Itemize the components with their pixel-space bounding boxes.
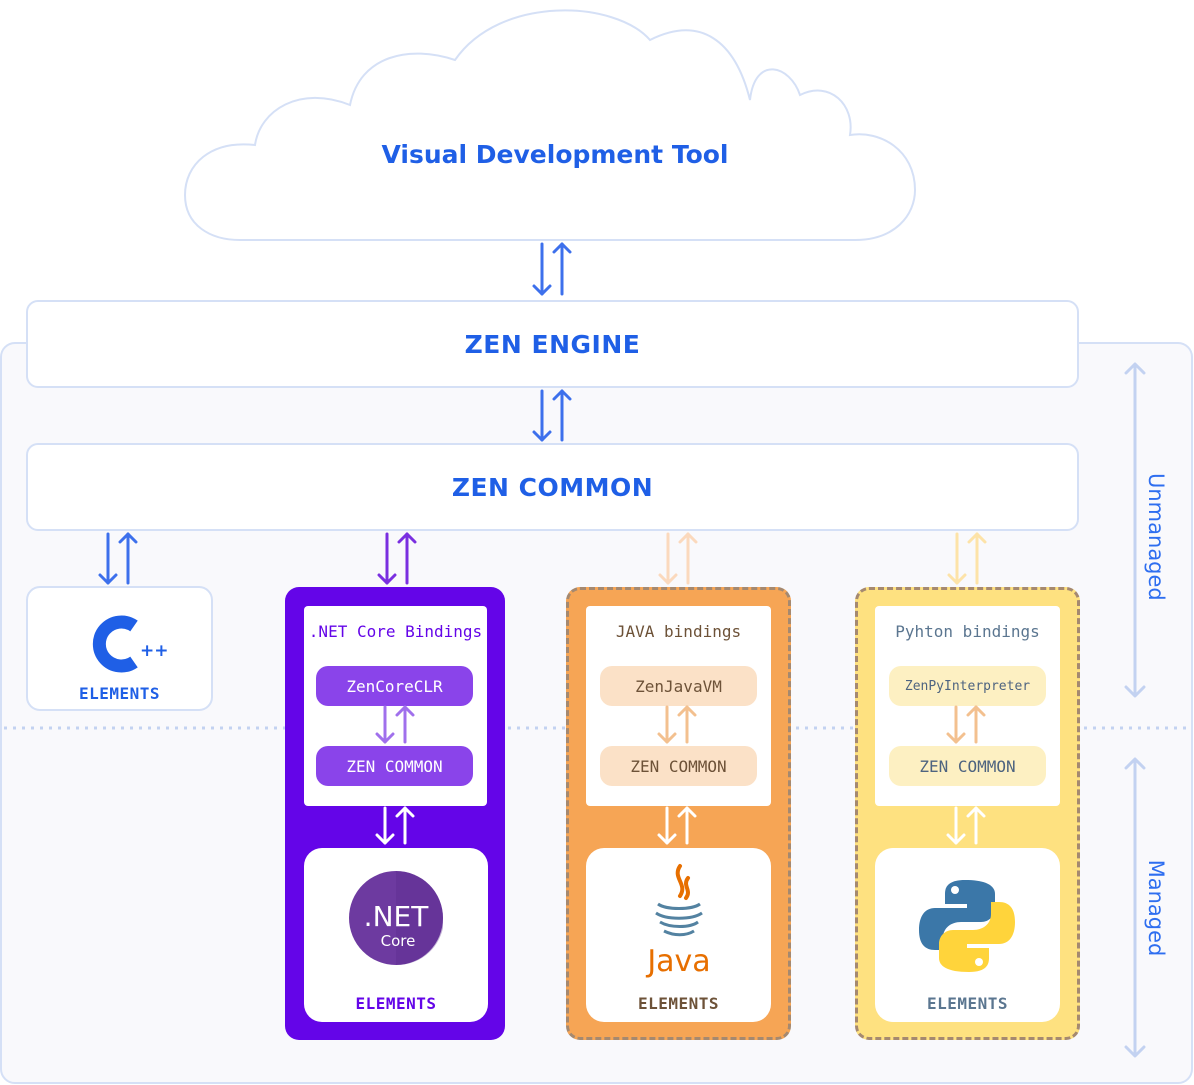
- unmanaged-label: Unmanaged: [1144, 473, 1168, 601]
- java-elements-panel: Java ELEMENTS: [586, 848, 771, 1022]
- python-bindings-panel: Pyhton bindings ZenPyInterpreter ZEN COM…: [875, 606, 1060, 806]
- dotnet-logo-icon: .NET Core: [349, 871, 443, 966]
- java-elements-label: ELEMENTS: [637, 994, 720, 1013]
- dotnet-bindings-title: .NET Core Bindings: [308, 622, 483, 641]
- dotnet-bindings-panel: .NET Core Bindings ZenCoreCLR ZEN COMMON: [304, 606, 487, 806]
- cloud-title: Visual Development Tool: [381, 140, 729, 169]
- java-bindings-panel: JAVA bindings ZenJavaVM ZEN COMMON: [586, 606, 771, 806]
- java-logo-text: Java: [645, 944, 710, 978]
- python-column: Pyhton bindings ZenPyInterpreter ZEN COM…: [855, 587, 1080, 1040]
- cloud-shape: [183, 9, 917, 241]
- cpp-elements-label: ELEMENTS: [78, 684, 161, 703]
- zenjavavm-label: ZenJavaVM: [635, 676, 722, 696]
- zenjavavm-pill: ZenJavaVM: [600, 666, 757, 706]
- side-brackets: [1124, 362, 1146, 1058]
- java-bindings-title: JAVA bindings: [615, 622, 742, 641]
- zencoreclr-label: ZenCoreCLR: [346, 676, 443, 696]
- dotnet-elements-label: ELEMENTS: [355, 994, 437, 1013]
- zen-engine-bar: ZEN ENGINE: [26, 300, 1079, 388]
- dotnet-elements-panel: .NET Core ELEMENTS: [304, 848, 488, 1022]
- python-bindings-title: Pyhton bindings: [895, 622, 1040, 641]
- dotnet-zen-common-label: ZEN COMMON: [346, 756, 443, 776]
- java-logo-icon: Java: [645, 864, 711, 978]
- dotnet-column: .NET Core Bindings ZenCoreCLR ZEN COMMON…: [285, 587, 505, 1040]
- java-zen-common-pill: ZEN COMMON: [600, 746, 757, 786]
- python-zen-common-pill: ZEN COMMON: [889, 746, 1046, 786]
- java-column: JAVA bindings ZenJavaVM ZEN COMMON Java …: [566, 587, 791, 1040]
- python-logo-icon: [919, 880, 1015, 972]
- dotnet-zen-common-pill: ZEN COMMON: [316, 746, 473, 786]
- zencoreclr-pill: ZenCoreCLR: [316, 666, 473, 706]
- java-zen-common-label: ZEN COMMON: [630, 756, 727, 776]
- python-elements-label: ELEMENTS: [926, 994, 1009, 1013]
- python-zen-common-label: ZEN COMMON: [919, 756, 1016, 776]
- zenpyinterpreter-pill: ZenPyInterpreter: [889, 666, 1046, 706]
- cpp-logo-text: ++: [140, 641, 169, 661]
- managed-label: Managed: [1144, 859, 1168, 957]
- zen-common-bar: ZEN COMMON: [26, 443, 1079, 531]
- cpp-logo-icon: ++: [92, 615, 169, 673]
- zenpyinterpreter-label: ZenPyInterpreter: [904, 678, 1031, 694]
- zen-common-label: ZEN COMMON: [451, 472, 654, 502]
- cpp-card: ++ ELEMENTS: [26, 586, 213, 711]
- zen-engine-label: ZEN ENGINE: [464, 329, 641, 359]
- dotnet-logo-sub: Core: [381, 932, 416, 950]
- dotnet-logo-main: .NET: [364, 900, 430, 933]
- python-elements-panel: ELEMENTS: [875, 848, 1060, 1022]
